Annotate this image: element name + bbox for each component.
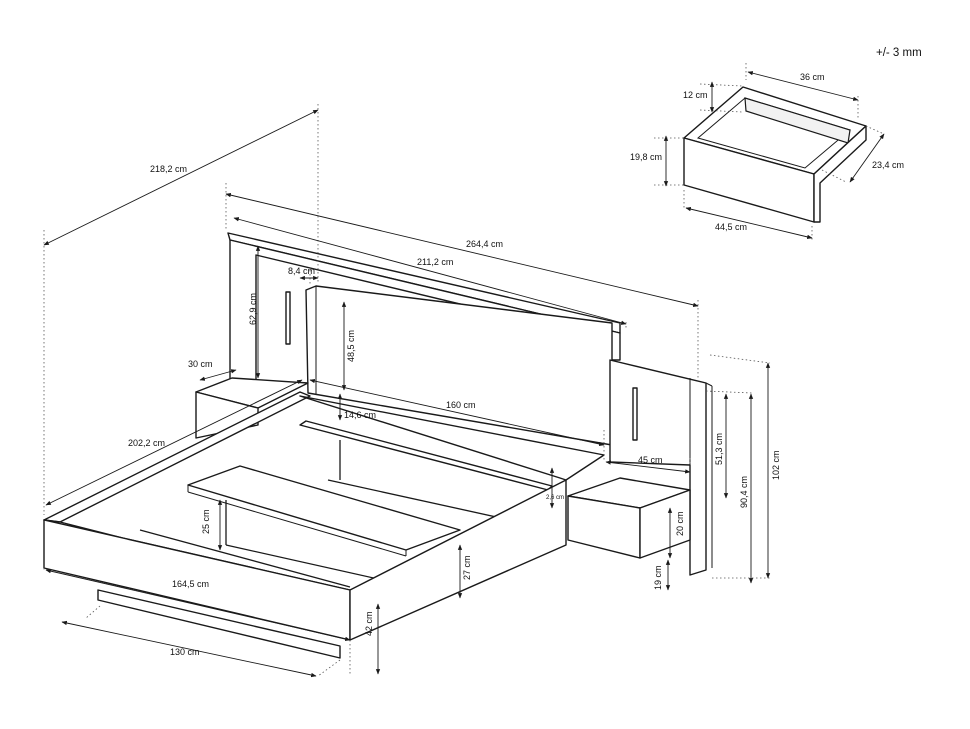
- label-total-length: 218,2 cm: [150, 164, 187, 174]
- label-drawer-width: 36 cm: [800, 72, 825, 82]
- label-drawer-height: 19,8 cm: [630, 152, 662, 162]
- extension-line: [85, 605, 101, 619]
- label-inner-headboard-height: 48,5 cm: [346, 330, 356, 362]
- reading-light-left: [285, 291, 291, 345]
- inner-slat-2: [225, 544, 397, 584]
- dimension-line: [747, 71, 859, 101]
- extension-line: [699, 83, 743, 87]
- label-shelf-depth: 8,4 cm: [288, 266, 315, 276]
- label-drawer-front-width: 44,5 cm: [715, 222, 747, 232]
- label-shelf-top: 14,6 cm: [344, 410, 376, 420]
- dimension-labels: 218,2 cm 264,4 cm 211,2 cm 8,4 cm 62,9 c…: [128, 164, 781, 657]
- label-total-width: 264,4 cm: [466, 239, 503, 249]
- label-floor-clearance: 19 cm: [653, 565, 663, 590]
- dimension-lines: [43, 71, 885, 678]
- dimension-line: [685, 207, 813, 239]
- nightstand-right-side: [639, 489, 691, 559]
- dimension-line: [849, 133, 885, 183]
- side-panel-top-edge: [705, 382, 713, 387]
- drawer-detail-drawing: [683, 86, 867, 223]
- label-inner-height: 25 cm: [201, 509, 211, 534]
- label-drawer-depth: 23,4 cm: [872, 160, 904, 170]
- label-rail-height: 27 cm: [462, 555, 472, 580]
- slat-front: [187, 465, 461, 551]
- dimension-line: [43, 109, 319, 246]
- dimension-line: [199, 369, 237, 381]
- extension-line: [821, 169, 847, 183]
- frame-right-side: [349, 479, 567, 641]
- headboard-panel: [305, 285, 613, 446]
- extension-line: [709, 354, 771, 364]
- label-frame-length: 202,2 cm: [128, 438, 165, 448]
- label-panel-width: 45 cm: [638, 455, 663, 465]
- reading-light-right: [632, 387, 638, 441]
- dimension-line: [233, 217, 627, 325]
- dimension-line: [605, 460, 691, 474]
- label-drawer-front-height: 20 cm: [675, 511, 685, 536]
- label-headboard-width: 211,2 cm: [417, 257, 453, 267]
- label-total-height: 102 cm: [771, 450, 781, 480]
- dimension-line: [309, 378, 605, 447]
- label-drawer-inner-depth: 12 cm: [683, 90, 708, 100]
- label-thickness: 2,6 cm: [546, 495, 564, 501]
- extension-line: [865, 125, 885, 135]
- drawer-detail-labels: 36 cm 12 cm 19,8 cm 23,4 cm 44,5 cm: [630, 72, 904, 232]
- tolerance-label: +/- 3 mm: [876, 47, 922, 59]
- label-panel-height: 51,3 cm: [714, 433, 724, 465]
- label-mattress-width: 160 cm: [446, 400, 476, 410]
- extension-line: [317, 659, 341, 677]
- inner-slat-1: [327, 479, 511, 521]
- extension-line: [705, 390, 753, 394]
- label-base-width: 130 cm: [170, 647, 200, 657]
- label-total-height-side: 90,4 cm: [739, 476, 749, 508]
- label-footboard-height: 42 cm: [364, 611, 374, 636]
- label-front-width: 164,5 cm: [172, 579, 209, 589]
- label-headboard-height: 62,9 cm: [248, 293, 258, 325]
- label-nightstand-depth: 30 cm: [188, 359, 213, 369]
- dimension-line: [61, 620, 317, 678]
- dimension-line: [45, 379, 303, 506]
- extension-line: [699, 109, 743, 113]
